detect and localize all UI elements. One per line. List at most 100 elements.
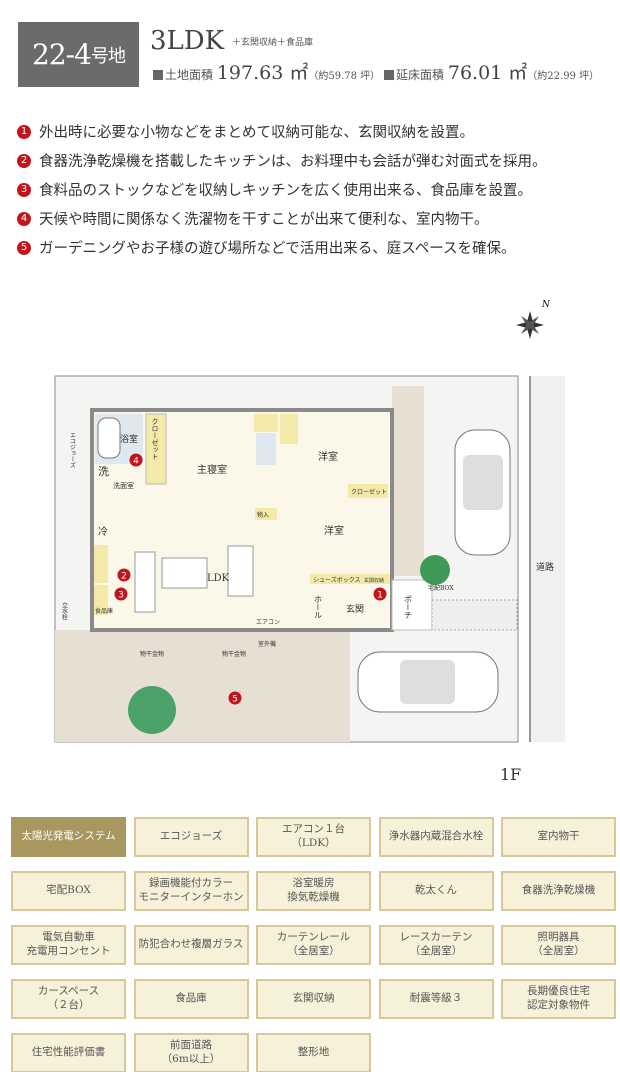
point-number: 2 xyxy=(17,153,31,168)
storage-box xyxy=(255,508,277,520)
label-bath: 浴室 xyxy=(120,433,138,445)
label-porch: ポーチ xyxy=(404,595,413,619)
label-delivery-box: 宅配BOX xyxy=(428,584,454,592)
label-western-room-1: 洋室 xyxy=(318,450,338,463)
feature-badge: 食品庫 xyxy=(133,979,249,1019)
feature-badge: 録画機能付カラー モニターインターホン xyxy=(133,871,249,911)
pantry xyxy=(94,585,108,615)
point-text: 食料品のストックなどを収納しキッチンを広く使用出来る、食品庫を設置。 xyxy=(39,183,532,199)
feature-point: 5 ガーデニングやお子様の遊び場所などで活用出来る、庭スペースを確保。 xyxy=(17,233,547,262)
plan-marker xyxy=(114,587,128,601)
label-western-room-2: 洋室 xyxy=(324,524,344,537)
feature-badge: 耐震等級３ xyxy=(378,979,494,1019)
tree-icon xyxy=(420,555,450,585)
label-shoe-box: シューズボックス xyxy=(313,576,361,584)
plan-marker-number: 2 xyxy=(121,572,127,582)
floor-area-value: 76.01 ㎡ xyxy=(447,62,528,84)
porch xyxy=(391,579,433,631)
label-road: 道路 xyxy=(536,561,554,573)
area-info: 土地面積 197.63 ㎡（約59.78 坪） 延床面積 76.01 ㎡（約22… xyxy=(153,58,599,85)
square-bullet-icon xyxy=(384,70,395,80)
land-area-tsubo: （約59.78 坪） xyxy=(308,71,381,82)
point-number: 5 xyxy=(17,240,31,255)
lot-number: 22-4 xyxy=(32,38,92,71)
label-master-bedroom: 主寝室 xyxy=(197,463,227,476)
feature-badge: 室内物干 xyxy=(501,817,616,857)
feature-badge: エアコン１台 （LDK） xyxy=(256,817,371,857)
garden xyxy=(55,630,350,742)
sofa xyxy=(227,545,254,597)
label-entry-storage: 玄関収納 xyxy=(364,577,384,584)
plan-marker xyxy=(129,453,143,467)
feature-grid: 太陽光発電システムエコジョーズエアコン１台 （LDK）浄水器内蔵混合水栓室内物干… xyxy=(11,817,616,1072)
point-text: ガーデニングやお子様の遊び場所などで活用出来る、庭スペースを確保。 xyxy=(39,241,516,257)
shoe-box xyxy=(310,574,390,584)
feature-badge: 宅配BOX xyxy=(11,871,126,911)
label-outdoor-unit: 室外機 xyxy=(258,640,276,648)
closet-3 xyxy=(348,484,388,498)
feature-badge: 浄水器内蔵混合水栓 xyxy=(378,817,494,857)
toilet-icon xyxy=(256,433,276,465)
floor-area-label: 延床面積 xyxy=(396,68,445,82)
label-closet: クローゼット xyxy=(151,418,159,460)
feature-badge: 電気自動車 充電用コンセント xyxy=(11,925,126,965)
car-icon xyxy=(357,651,499,713)
feature-badge: 太陽光発電システム xyxy=(11,817,126,857)
gravel xyxy=(431,599,518,631)
feature-point: 2 食器洗浄乾燥機を搭載したキッチンは、お料理中も会話が弾む対面式を採用。 xyxy=(17,146,547,175)
plan-marker xyxy=(117,568,131,582)
plan-marker-number: 3 xyxy=(118,591,124,601)
label-washroom: 洗面室 xyxy=(113,481,134,490)
feature-badge: 乾太くん xyxy=(378,871,494,911)
label-hanger-2: 物干金物 xyxy=(222,650,246,658)
plan-marker-number: 1 xyxy=(377,591,383,601)
plan-marker-number: 5 xyxy=(232,695,238,705)
feature-badge: 玄関収納 xyxy=(256,979,371,1019)
feature-badge: カーテンレール （全居室） xyxy=(256,925,371,965)
floor-area-tsubo: （約22.99 坪） xyxy=(527,71,600,82)
point-text: 天候や時間に関係なく洗濯物を干すことが出来て便利な、室内物干。 xyxy=(39,212,489,228)
plan-type: 3LDK xyxy=(150,26,225,56)
label-aircon: エアコン xyxy=(256,619,280,626)
label-hall: ホール xyxy=(314,595,323,619)
land-area-label: 土地面積 xyxy=(165,68,214,82)
plan-marker xyxy=(373,587,387,601)
compass-icon: N xyxy=(516,300,551,339)
dining-table xyxy=(161,557,208,589)
land-area-value: 197.63 ㎡ xyxy=(216,62,309,84)
closet-2 xyxy=(280,414,298,444)
label-ecojoz: エコジョーズ xyxy=(69,432,76,468)
label-ldk: LDK xyxy=(207,573,230,584)
feature-badge: 照明器具 （全居室） xyxy=(501,925,616,965)
compass-label: N xyxy=(541,300,551,310)
label-closet-3: クローゼット xyxy=(351,488,387,496)
plan-marker xyxy=(228,691,242,705)
point-number: 1 xyxy=(17,124,31,139)
toilet-storage xyxy=(254,414,278,432)
tree-icon xyxy=(128,686,176,734)
feature-point: 3 食料品のストックなどを収納しキッチンを広く使用出来る、食品庫を設置。 xyxy=(17,175,547,204)
point-number: 4 xyxy=(17,211,31,226)
label-storage: 物入 xyxy=(257,511,269,519)
point-number: 3 xyxy=(17,182,31,197)
label-pantry: 食品庫 xyxy=(95,607,113,615)
bathtub-icon xyxy=(97,417,121,459)
floor-label: 1F xyxy=(500,765,522,784)
side-path xyxy=(392,386,424,576)
square-bullet-icon xyxy=(153,70,163,80)
feature-badge: 防犯合わせ複層ガラス xyxy=(133,925,249,965)
feature-badge: 前面道路 （6m以上） xyxy=(133,1033,249,1072)
feature-badge: 食器洗浄乾燥機 xyxy=(501,871,616,911)
closet xyxy=(145,413,167,485)
label-hanger-1: 物干金物 xyxy=(140,650,164,658)
lot-suffix: 号地 xyxy=(90,45,126,67)
feature-badge: 住宅性能評価書 xyxy=(11,1033,126,1072)
label-wash: 洗 xyxy=(98,465,109,478)
floor-plan: N 浴室 洗 洗面室 クローゼット 主寝室 洋室 xyxy=(54,300,565,743)
point-text: 食器洗浄乾燥機を搭載したキッチンは、お料理中も会話が弾む対面式を採用。 xyxy=(39,154,547,170)
feature-badge: レースカーテン （全居室） xyxy=(378,925,494,965)
feature-badge: 整形地 xyxy=(256,1033,371,1072)
label-faucet: 立水栓 xyxy=(61,601,68,621)
